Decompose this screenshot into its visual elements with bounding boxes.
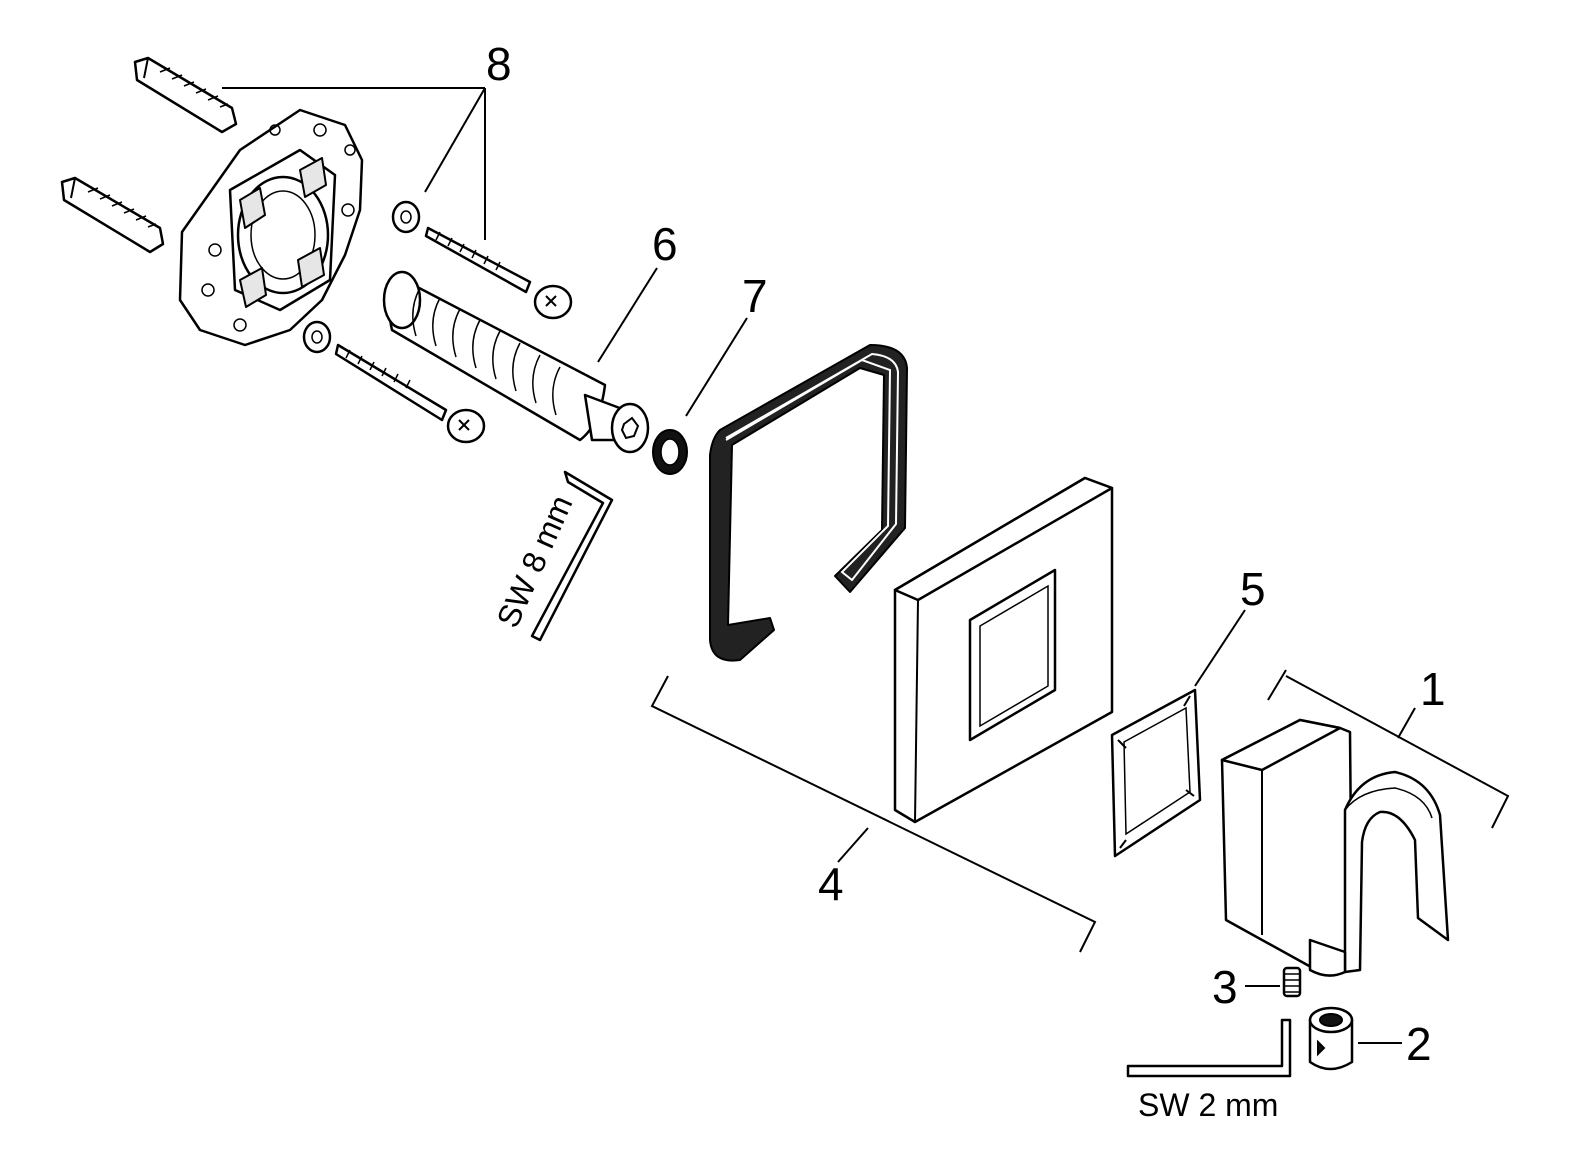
wall-plug-lower: [60, 176, 165, 254]
wall-plug-upper: [133, 56, 238, 134]
hex-key-8mm: [530, 470, 614, 642]
nut: [1308, 1006, 1354, 1071]
screw-upper: [424, 226, 573, 320]
callout-2: 2: [1406, 1018, 1432, 1070]
hex-key-2mm: [1126, 1018, 1292, 1078]
callout-5: 5: [1240, 563, 1266, 615]
callout-3: 3: [1212, 961, 1238, 1013]
leader-lines: [222, 87, 1510, 1044]
callout-6: 6: [652, 218, 678, 270]
label-hex-key-8mm: SW 8 mm: [490, 490, 580, 633]
washer-upper: [391, 200, 421, 234]
callout-8: 8: [486, 38, 512, 90]
cover-plate: [893, 476, 1114, 824]
o-ring: [652, 429, 688, 475]
small-seal: [1110, 688, 1202, 858]
callout-7: 7: [742, 270, 768, 322]
washer-lower: [302, 320, 332, 354]
wall-outlet-holder: [1220, 718, 1450, 977]
gasket-frame: [709, 344, 908, 662]
callout-1: 1: [1420, 663, 1446, 715]
extension-sleeve: [382, 270, 650, 454]
mounting-plate: [178, 108, 364, 347]
grub-screw: [1282, 966, 1302, 998]
label-hex-key-2mm: SW 2 mm: [1138, 1087, 1278, 1123]
screw-lower: [334, 343, 486, 444]
callout-4: 4: [818, 858, 844, 910]
